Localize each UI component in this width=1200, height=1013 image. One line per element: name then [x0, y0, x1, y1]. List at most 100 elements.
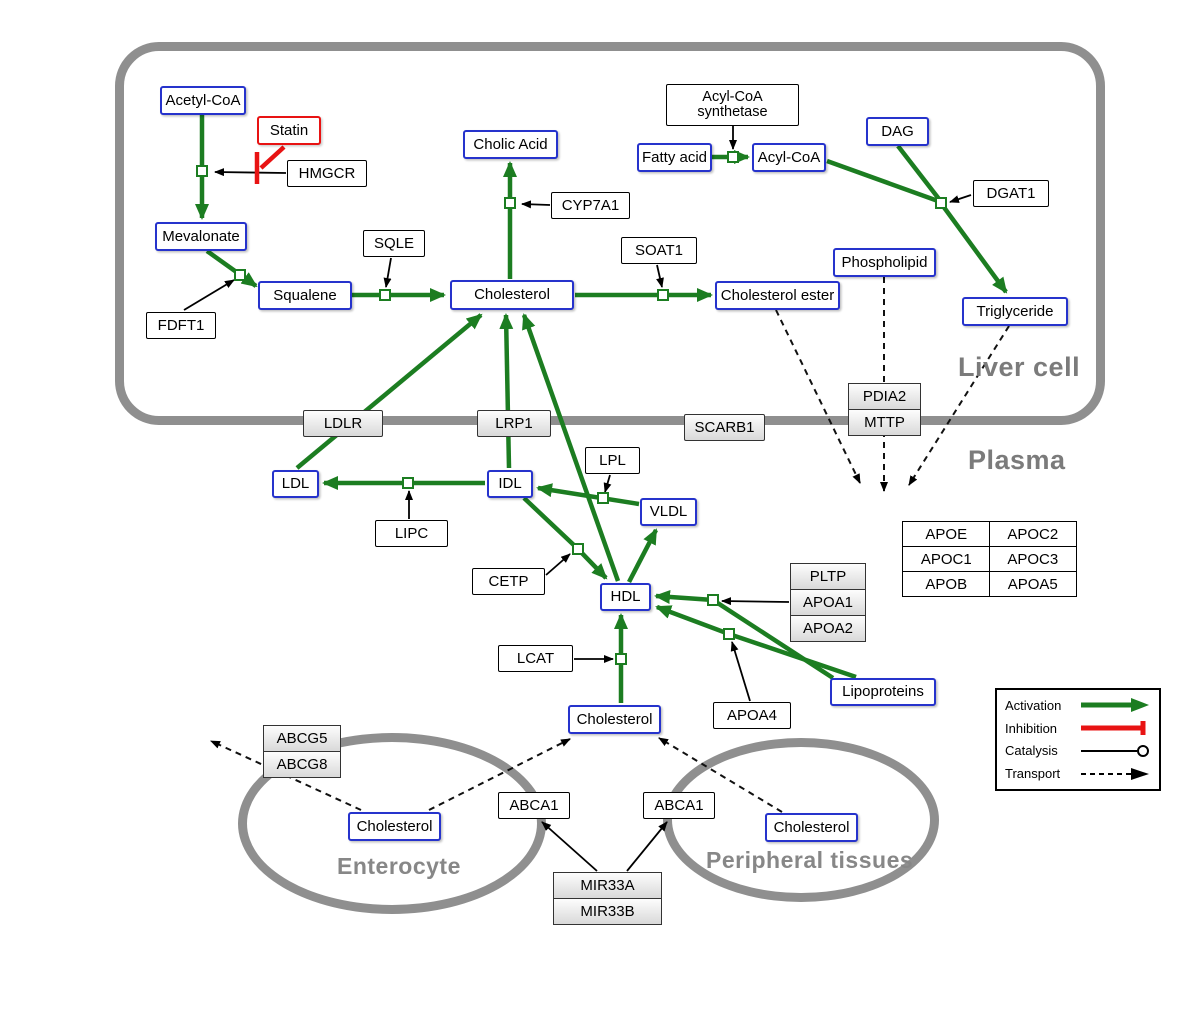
node-abca1-right[interactable]: ABCA1 [643, 792, 715, 819]
reaction-node [504, 197, 516, 209]
edge-statin-inhibition-stem [259, 145, 286, 170]
reaction-node [935, 197, 947, 209]
edge-sqle-catalysis [383, 257, 392, 288]
edge-peripheral-cholesterol-transport [658, 737, 783, 813]
node-cholesterol-peripheral[interactable]: Cholesterol [765, 813, 858, 842]
edge-cetp-catalysis [545, 553, 571, 576]
node-cholesterol-liver[interactable]: Cholesterol [450, 280, 574, 310]
node-scarb1[interactable]: SCARB1 [684, 414, 765, 441]
node-lrp1[interactable]: LRP1 [477, 410, 551, 437]
node-cholesterol-ester[interactable]: Cholesterol ester [715, 281, 840, 310]
edge-lpl-catalysis [603, 474, 612, 493]
node-lcat[interactable]: LCAT [498, 645, 573, 672]
edge-mir33-abca1-right [626, 821, 668, 872]
reaction-node [379, 289, 391, 301]
legend-transport: Transport [1005, 766, 1151, 782]
edge-acylcoa-dgatnode [826, 158, 939, 204]
plasma-label: Plasma [968, 445, 1066, 475]
enterocyte-label: Enterocyte [337, 853, 461, 879]
node-sqle[interactable]: SQLE [363, 230, 425, 257]
node-dag[interactable]: DAG [866, 117, 929, 146]
edge-ldl-cholesterol [295, 313, 483, 470]
apo-cell-apoc1[interactable]: APOC1 [902, 546, 991, 573]
edge-dag-dgatnode [896, 144, 941, 201]
node-dgat1[interactable]: DGAT1 [973, 180, 1049, 207]
node-triglyceride[interactable]: Triglyceride [962, 297, 1068, 326]
transport-dashed-arrow-icon [1081, 767, 1149, 780]
edge-idl-cholesterol [499, 313, 514, 469]
node-acyl-coa[interactable]: Acyl-CoA [752, 143, 826, 172]
legend-activation-label: Activation [1005, 697, 1062, 713]
node-mevalonate[interactable]: Mevalonate [155, 222, 247, 251]
node-idl[interactable]: IDL [487, 470, 533, 498]
edge-vldl-idl [536, 483, 640, 507]
activation-arrow-icon [1081, 698, 1149, 713]
edge-dgatnode-triglyceride [941, 204, 1008, 294]
acyl-coa-synthetase-line2: synthetase [697, 104, 768, 120]
node-acyl-coa-synthetase[interactable]: Acyl-CoA synthetase [666, 84, 799, 126]
node-mir33a[interactable]: MIR33A [553, 872, 662, 900]
node-apoa1[interactable]: APOA1 [790, 588, 866, 617]
node-mttp[interactable]: MTTP [848, 408, 921, 437]
node-ldl[interactable]: LDL [272, 470, 319, 498]
legend-transport-label: Transport [1005, 766, 1061, 782]
liver-cell-label: Liver cell [958, 352, 1081, 382]
legend-catalysis: Catalysis [1005, 743, 1151, 759]
apo-cell-apoe[interactable]: APOE [902, 521, 991, 548]
reaction-node [597, 492, 609, 504]
edge-cyp7a1-catalysis [521, 200, 551, 209]
node-phospholipid[interactable]: Phospholipid [833, 248, 936, 277]
node-apoa4[interactable]: APOA4 [713, 702, 791, 729]
edge-mir33-abca1-left [541, 821, 598, 872]
node-lipc[interactable]: LIPC [375, 520, 448, 547]
node-acetyl-coa[interactable]: Acetyl-CoA [160, 86, 246, 115]
reaction-node [657, 289, 669, 301]
node-hmgcr[interactable]: HMGCR [287, 160, 367, 187]
node-abca1-left[interactable]: ABCA1 [498, 792, 570, 819]
edge-triglyceride-plasma-transport [908, 325, 1010, 486]
reaction-node [572, 543, 584, 555]
reaction-node [402, 477, 414, 489]
legend-inhibition: Inhibition [1005, 720, 1151, 736]
peripheral-tissues-outline [663, 738, 939, 902]
liver-cell-outline [115, 42, 1105, 425]
edge-hmgcr-catalysis [214, 168, 287, 177]
node-soat1[interactable]: SOAT1 [621, 237, 697, 264]
node-abcg8[interactable]: ABCG8 [263, 750, 341, 779]
edge-fdft1-catalysis [183, 279, 235, 311]
edge-mevalonate-squalene [205, 249, 258, 288]
node-cholesterol-plasma[interactable]: Cholesterol [568, 705, 661, 734]
node-abcg5[interactable]: ABCG5 [263, 725, 341, 753]
edge-apoa4-catalysis [730, 641, 751, 702]
apo-cell-apoa5[interactable]: APOA5 [988, 571, 1077, 598]
node-vldl[interactable]: VLDL [640, 498, 697, 526]
node-statin[interactable]: Statin [257, 116, 321, 145]
node-cetp[interactable]: CETP [472, 568, 545, 595]
node-lpl[interactable]: LPL [585, 447, 640, 474]
apo-cell-apob[interactable]: APOB [902, 571, 991, 598]
node-fatty-acid[interactable]: Fatty acid [637, 143, 712, 172]
edge-soat1-catalysis [656, 264, 664, 288]
legend: Activation Inhibition Catalysis Transpor… [995, 688, 1161, 791]
legend-activation: Activation [1005, 697, 1151, 713]
edge-pltp-catalysis [721, 597, 790, 606]
node-mir33b[interactable]: MIR33B [553, 897, 662, 926]
node-lipoproteins[interactable]: Lipoproteins [830, 678, 936, 706]
apo-cell-apoc3[interactable]: APOC3 [988, 546, 1077, 573]
node-cholesterol-enterocyte[interactable]: Cholesterol [348, 812, 441, 841]
apolipoprotein-table: APOE APOC2 APOC1 APOC3 APOB APOA5 [902, 521, 1077, 598]
node-hdl[interactable]: HDL [600, 583, 651, 611]
node-cyp7a1[interactable]: CYP7A1 [551, 192, 630, 219]
node-fdft1[interactable]: FDFT1 [146, 312, 216, 339]
node-apoa2[interactable]: APOA2 [790, 614, 866, 643]
node-pltp[interactable]: PLTP [790, 563, 866, 591]
node-squalene[interactable]: Squalene [258, 281, 352, 310]
node-mir33-stack: MIR33A MIR33B [553, 872, 662, 926]
apo-cell-apoc2[interactable]: APOC2 [988, 521, 1077, 548]
node-pdia2[interactable]: PDIA2 [848, 383, 921, 411]
node-cholic-acid[interactable]: Cholic Acid [463, 130, 558, 159]
node-ldlr[interactable]: LDLR [303, 410, 383, 437]
peripheral-tissues-label: Peripheral tissues [706, 847, 914, 873]
